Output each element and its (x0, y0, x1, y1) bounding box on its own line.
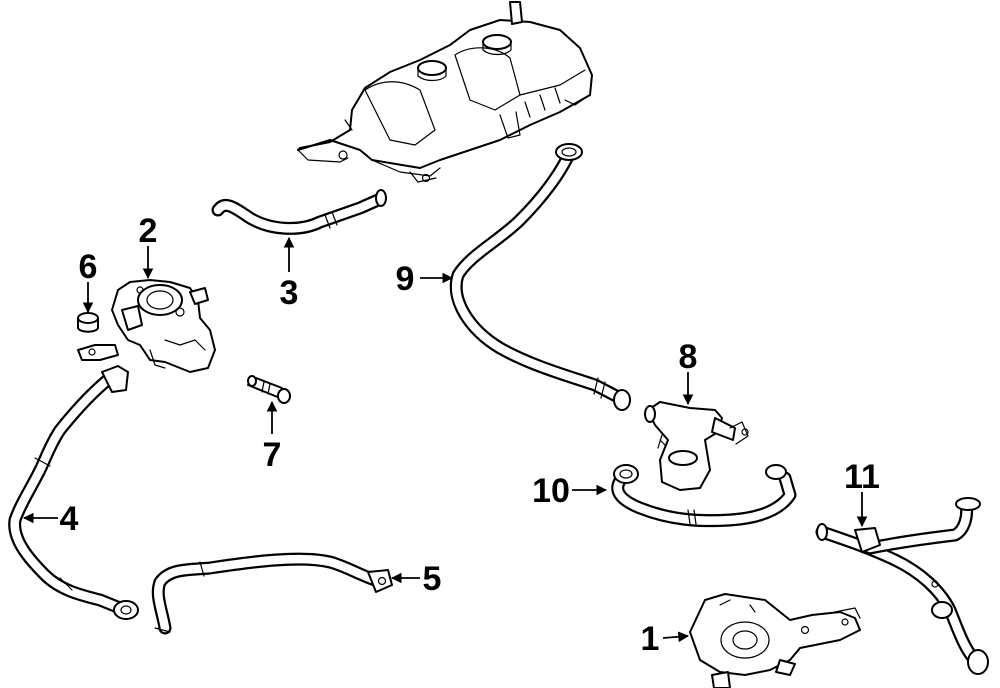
callout-3: 3 (280, 236, 299, 312)
callout-label-3: 3 (280, 274, 299, 312)
callout-5: 5 (390, 560, 442, 598)
part-7-fitting (247, 375, 291, 404)
callout-2: 2 (139, 212, 158, 280)
callout-8: 8 (679, 338, 698, 406)
callout-label-6: 6 (79, 248, 98, 286)
part-6-cap (77, 312, 99, 333)
part-3-hose (211, 189, 387, 235)
callout-10: 10 (532, 472, 608, 510)
part-9-hose (449, 143, 631, 411)
part-10-hose (611, 464, 797, 528)
callout-6: 6 (79, 248, 98, 314)
callout-label-10: 10 (532, 472, 570, 510)
callout-4: 4 (22, 500, 79, 538)
part-11-hose-assembly (815, 497, 989, 675)
callout-1: 1 (641, 620, 690, 658)
part-2-housing (77, 279, 216, 373)
part-4-hose (8, 365, 139, 620)
callout-9: 9 (396, 260, 454, 298)
callout-11: 11 (844, 458, 880, 528)
coolant-reservoir (297, 1, 593, 183)
callout-label-1: 1 (641, 620, 660, 658)
callout-label-7: 7 (263, 436, 282, 474)
part-8-valve (644, 401, 749, 491)
part-5-hose (151, 552, 393, 635)
callout-7: 7 (263, 400, 282, 474)
callout-label-2: 2 (139, 212, 158, 250)
part-1-pump (689, 593, 861, 688)
callout-label-5: 5 (423, 560, 442, 598)
callout-label-9: 9 (396, 260, 415, 298)
callout-label-8: 8 (679, 338, 698, 376)
callout-label-11: 11 (844, 458, 880, 496)
callout-label-4: 4 (60, 500, 79, 538)
